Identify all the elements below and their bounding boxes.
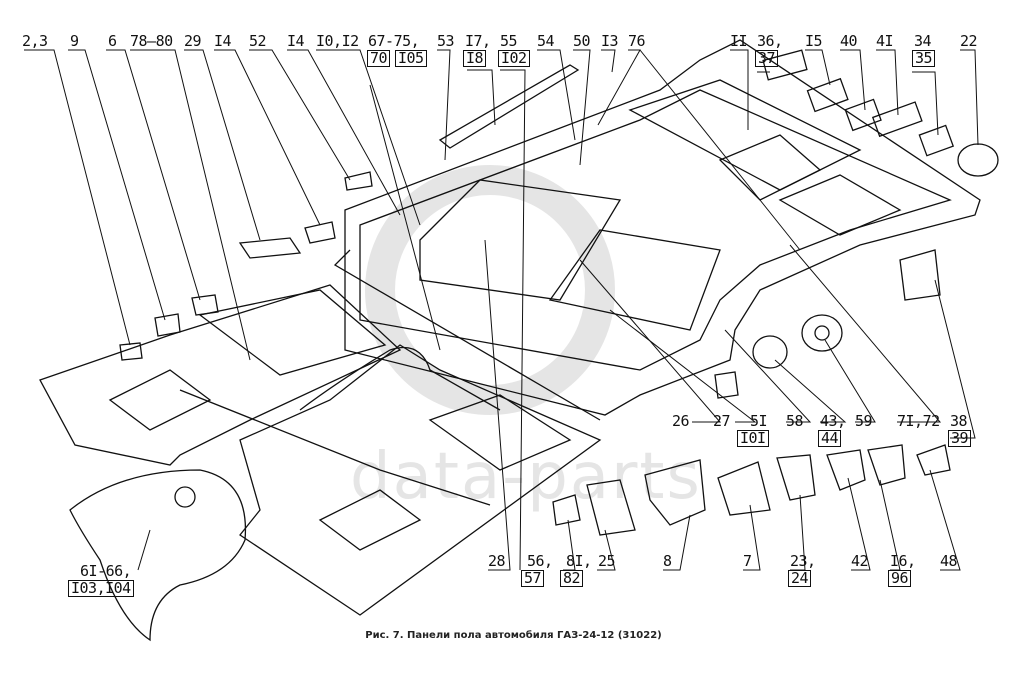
callout-56: 56, bbox=[527, 552, 553, 570]
callout-11: II bbox=[730, 32, 748, 50]
watermark: data-parts bbox=[350, 440, 702, 514]
callout-52: 52 bbox=[249, 32, 267, 50]
callout-53: 53 bbox=[437, 32, 455, 50]
callout-16: I6, bbox=[890, 552, 916, 570]
tunnel-front-panel bbox=[69, 469, 247, 642]
callout-9: 9 bbox=[70, 32, 79, 50]
callout-6: 6 bbox=[108, 32, 117, 50]
callout-103-104: I03,I04 bbox=[68, 580, 134, 597]
callout-22: 22 bbox=[960, 32, 978, 50]
tunnel-hole bbox=[174, 486, 196, 508]
callout-50: 50 bbox=[573, 32, 591, 50]
callout-67-75: 67-75, bbox=[368, 32, 420, 50]
callout-82: 82 bbox=[560, 570, 584, 587]
callout-8: 8 bbox=[663, 552, 672, 570]
callout-78-80: 78–80 bbox=[130, 32, 173, 50]
callout-10-12: I0,I2 bbox=[316, 32, 359, 50]
callout-54: 54 bbox=[537, 32, 555, 50]
callout-41: 4I bbox=[876, 32, 894, 50]
callout-96: 96 bbox=[888, 570, 912, 587]
callout-37: 37 bbox=[755, 50, 779, 67]
callout-102: I02 bbox=[498, 50, 530, 67]
callout-24: 24 bbox=[788, 570, 812, 587]
callout-101: I0I bbox=[737, 430, 769, 447]
callout-17: I7, bbox=[465, 32, 491, 50]
callout-59: 59 bbox=[855, 412, 873, 430]
small-parts-top bbox=[119, 49, 999, 369]
callout-7: 7 bbox=[743, 552, 752, 570]
callout-23: 23, bbox=[790, 552, 816, 570]
callout-14a: I4 bbox=[214, 32, 232, 50]
callout-61-66: 6I-66, bbox=[80, 562, 132, 580]
callout-44: 44 bbox=[818, 430, 842, 447]
callout-81: 8I, bbox=[566, 552, 592, 570]
callout-29: 29 bbox=[184, 32, 202, 50]
callout-42: 42 bbox=[851, 552, 869, 570]
callout-58: 58 bbox=[786, 412, 804, 430]
callout-57: 57 bbox=[521, 570, 545, 587]
callout-48: 48 bbox=[940, 552, 958, 570]
callout-76: 76 bbox=[628, 32, 646, 50]
callout-25: 25 bbox=[598, 552, 616, 570]
callout-40: 40 bbox=[840, 32, 858, 50]
callout-18: I8 bbox=[463, 50, 487, 67]
callout-51: 5I bbox=[750, 412, 768, 430]
callout-35: 35 bbox=[912, 50, 936, 67]
callout-70: 70 bbox=[367, 50, 391, 67]
callout-28: 28 bbox=[488, 552, 506, 570]
watermark-logo bbox=[365, 165, 615, 415]
callout-55: 55 bbox=[500, 32, 518, 50]
callout-15: I5 bbox=[805, 32, 823, 50]
small-parts-bottom bbox=[552, 371, 951, 536]
rear-floor-panel bbox=[333, 39, 981, 421]
callout-13: I3 bbox=[601, 32, 619, 50]
leader-lines bbox=[24, 49, 979, 571]
callout-71-72: 7I,72 bbox=[897, 412, 940, 430]
callout-2-3: 2,3 bbox=[22, 32, 48, 50]
callout-26: 26 bbox=[672, 412, 690, 430]
figure-caption: Рис. 7. Панели пола автомобиля ГАЗ-24-12… bbox=[365, 630, 662, 641]
cross-member bbox=[438, 64, 580, 149]
front-floor-panels bbox=[39, 284, 602, 616]
callout-39: 39 bbox=[948, 430, 972, 447]
callout-34: 34 bbox=[914, 32, 932, 50]
callout-105: I05 bbox=[395, 50, 427, 67]
callout-14b: I4 bbox=[287, 32, 305, 50]
callout-36: 36, bbox=[757, 32, 783, 50]
callout-43: 43, bbox=[820, 412, 846, 430]
callout-27: 27 bbox=[713, 412, 731, 430]
callout-38: 38 bbox=[950, 412, 968, 430]
